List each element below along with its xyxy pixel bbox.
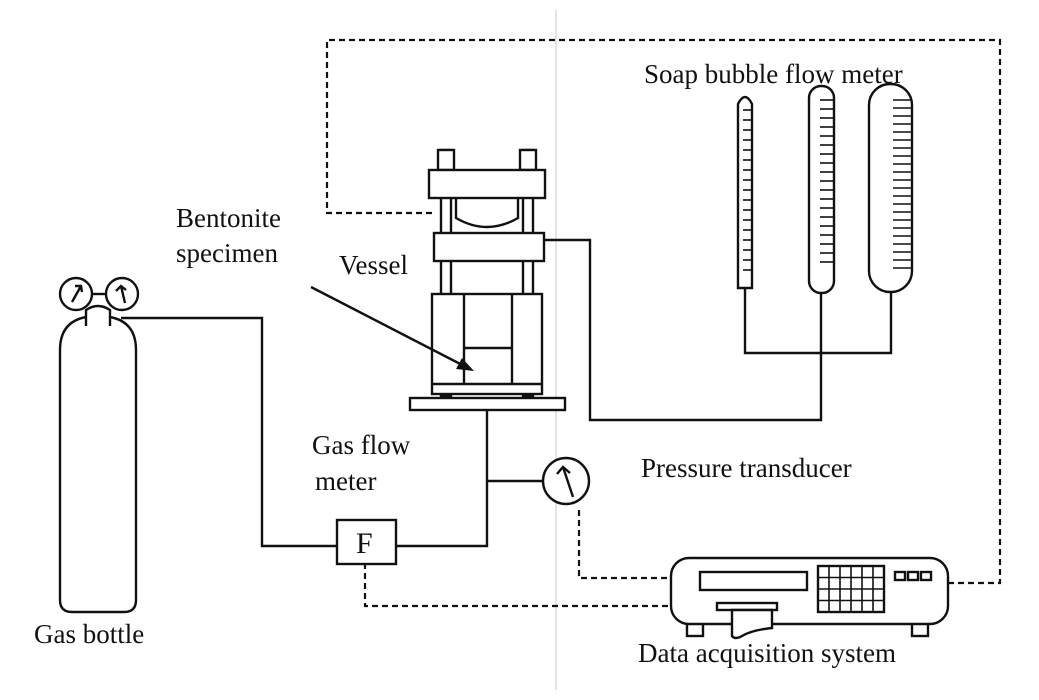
- gas-line-bottle-to-flowmeter: [121, 316, 337, 548]
- gas-bottle-body: [58, 314, 138, 614]
- pressure-transducer-gauge-icon: [541, 456, 591, 506]
- vessel-nut: [436, 148, 456, 172]
- gauge-needle-icon: [115, 284, 127, 304]
- specimen-pointer-line: [310, 285, 469, 370]
- vessel-nut: [518, 148, 538, 172]
- burette-medium-scale: [820, 99, 834, 263]
- soap-bubble-flow-meters: Soap bubble flow meter: [644, 59, 914, 295]
- soap-bubble-flow-meter-label: Soap bubble flow meter: [644, 59, 903, 89]
- burette-small-scale: [743, 109, 752, 271]
- gas-line-bubble-meter-manifold: [743, 288, 893, 355]
- transducer-needle-icon: [556, 465, 575, 498]
- daq-button: [919, 570, 933, 582]
- daq-keypad-keys: [818, 566, 884, 612]
- vessel-loading-bracket: [454, 198, 520, 229]
- data-acquisition-system: Data acquisition system: [638, 556, 950, 668]
- gas-bottle: Gas bottle: [34, 276, 144, 649]
- bentonite-specimen-label-line2: specimen: [176, 238, 278, 268]
- gas-line-flowmeter-to-vessel: [396, 410, 489, 548]
- gas-lines: [121, 238, 893, 548]
- bentonite-specimen-label-line1: Bentonite: [176, 203, 281, 233]
- gas-flow-meter: F Gas flow meter: [312, 430, 411, 566]
- signal-line-transducer-to-daq: [577, 510, 672, 580]
- gauge-needle-icon: [70, 284, 84, 303]
- specimen-pointer-arrowhead: [456, 358, 474, 371]
- flow-meter-box: [335, 518, 398, 566]
- signal-line-vessel-to-daq: [325, 38, 1002, 585]
- gas-flow-meter-label-line1: Gas flow: [312, 430, 411, 460]
- daq-button: [893, 570, 907, 582]
- daq-button: [906, 570, 920, 582]
- signal-line-flowmeter-to-daq: [363, 563, 673, 608]
- vessel: Vessel Bentonite specimen: [176, 148, 567, 412]
- vessel-top-plate: [427, 168, 547, 200]
- gas-bottle-neck: [84, 304, 112, 326]
- data-acquisition-system-label: Data acquisition system: [638, 638, 896, 668]
- vessel-base-plate: [408, 396, 567, 412]
- gas-line-vessel-to-bubble-meters: [544, 238, 823, 422]
- pressure-transducer-label: Pressure transducer: [641, 453, 852, 483]
- vessel-body: [430, 292, 544, 396]
- daq-printout-paper: [730, 608, 774, 640]
- gas-bottle-label: Gas bottle: [34, 619, 144, 649]
- gas-flow-meter-label-line2: meter: [315, 466, 376, 496]
- signal-lines: [325, 38, 1002, 608]
- vessel-label: Vessel: [339, 250, 408, 280]
- flow-meter-symbol: F: [356, 527, 373, 560]
- vessel-cap: [432, 231, 546, 263]
- daq-display: [698, 570, 809, 592]
- pressure-transducer: Pressure transducer: [541, 453, 852, 506]
- burette-large-scale: [893, 99, 912, 269]
